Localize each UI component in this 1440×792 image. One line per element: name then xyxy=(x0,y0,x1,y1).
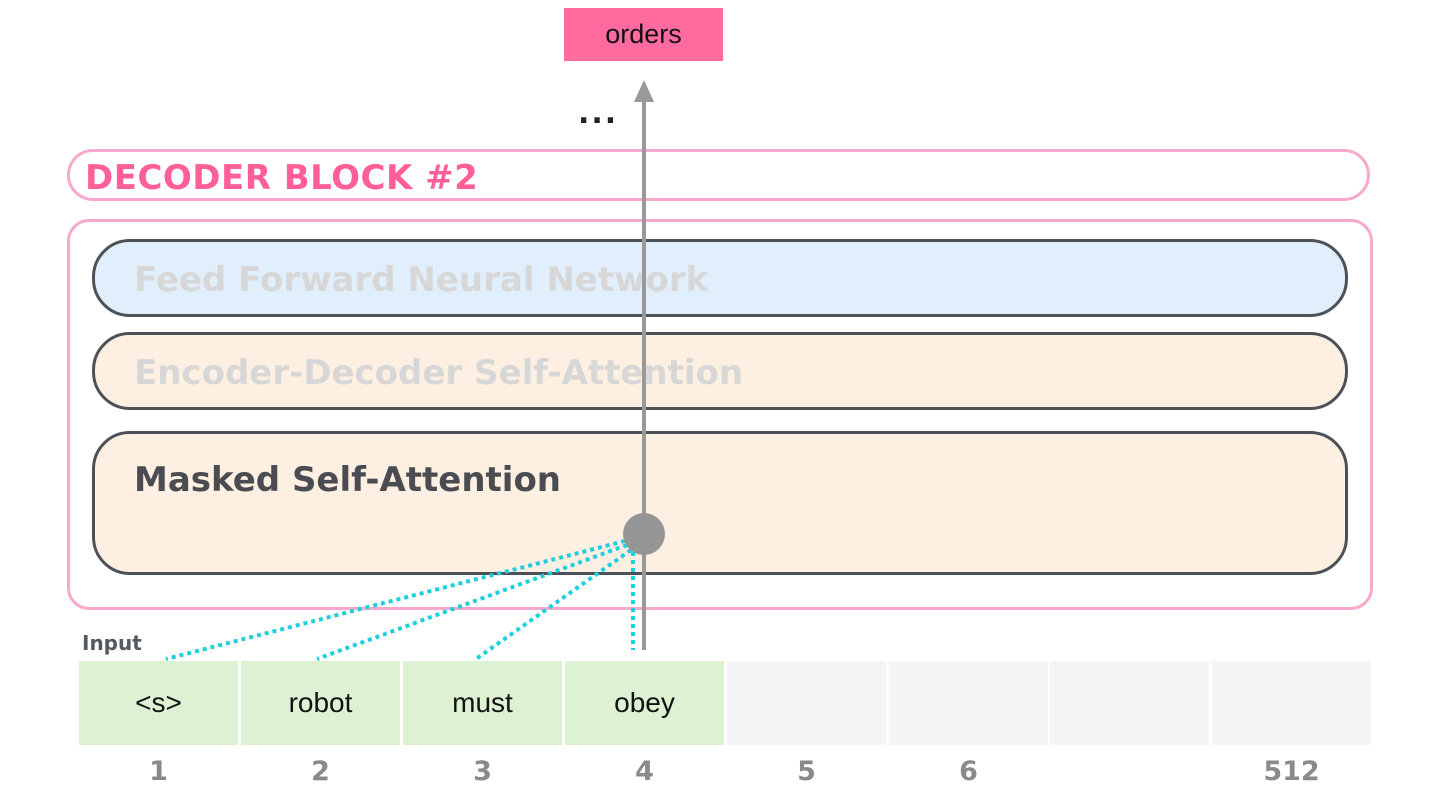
ffnn-layer-label: Feed Forward Neural Network xyxy=(134,260,709,300)
position-number: 1 xyxy=(149,756,168,787)
position-number: 3 xyxy=(473,756,492,787)
masked-self-attention-label: Masked Self-Attention xyxy=(134,460,562,500)
input-token-cell-empty xyxy=(1212,661,1371,745)
input-token-cell-empty xyxy=(889,661,1048,745)
input-token-cell-empty xyxy=(1050,661,1209,745)
input-token-cell: <s> xyxy=(79,661,238,745)
position-number: 4 xyxy=(635,756,654,787)
upward-arrow-head xyxy=(634,80,654,102)
decoder-block-body xyxy=(67,219,1373,610)
input-label: Input xyxy=(82,631,142,655)
position-number: 6 xyxy=(959,756,978,787)
decoder-block-header: DECODER BLOCK #2 xyxy=(67,149,1370,201)
ellipsis: ... xyxy=(578,96,619,131)
output-token: orders xyxy=(564,8,723,61)
ffnn-layer: Feed Forward Neural Network xyxy=(92,239,1348,317)
masked-self-attention-layer: Masked Self-Attention xyxy=(92,431,1348,575)
input-token-cell: must xyxy=(403,661,562,745)
position-number: 512 xyxy=(1263,756,1320,787)
input-token-cell-empty xyxy=(727,661,886,745)
input-token-cell: obey xyxy=(565,661,724,745)
encoder-decoder-attention-label: Encoder-Decoder Self-Attention xyxy=(134,353,744,393)
input-token-cell: robot xyxy=(241,661,400,745)
position-number: 2 xyxy=(311,756,330,787)
position-number: 5 xyxy=(797,756,816,787)
encoder-decoder-attention-layer: Encoder-Decoder Self-Attention xyxy=(92,332,1348,410)
decoder-block-title: DECODER BLOCK #2 xyxy=(85,158,479,198)
